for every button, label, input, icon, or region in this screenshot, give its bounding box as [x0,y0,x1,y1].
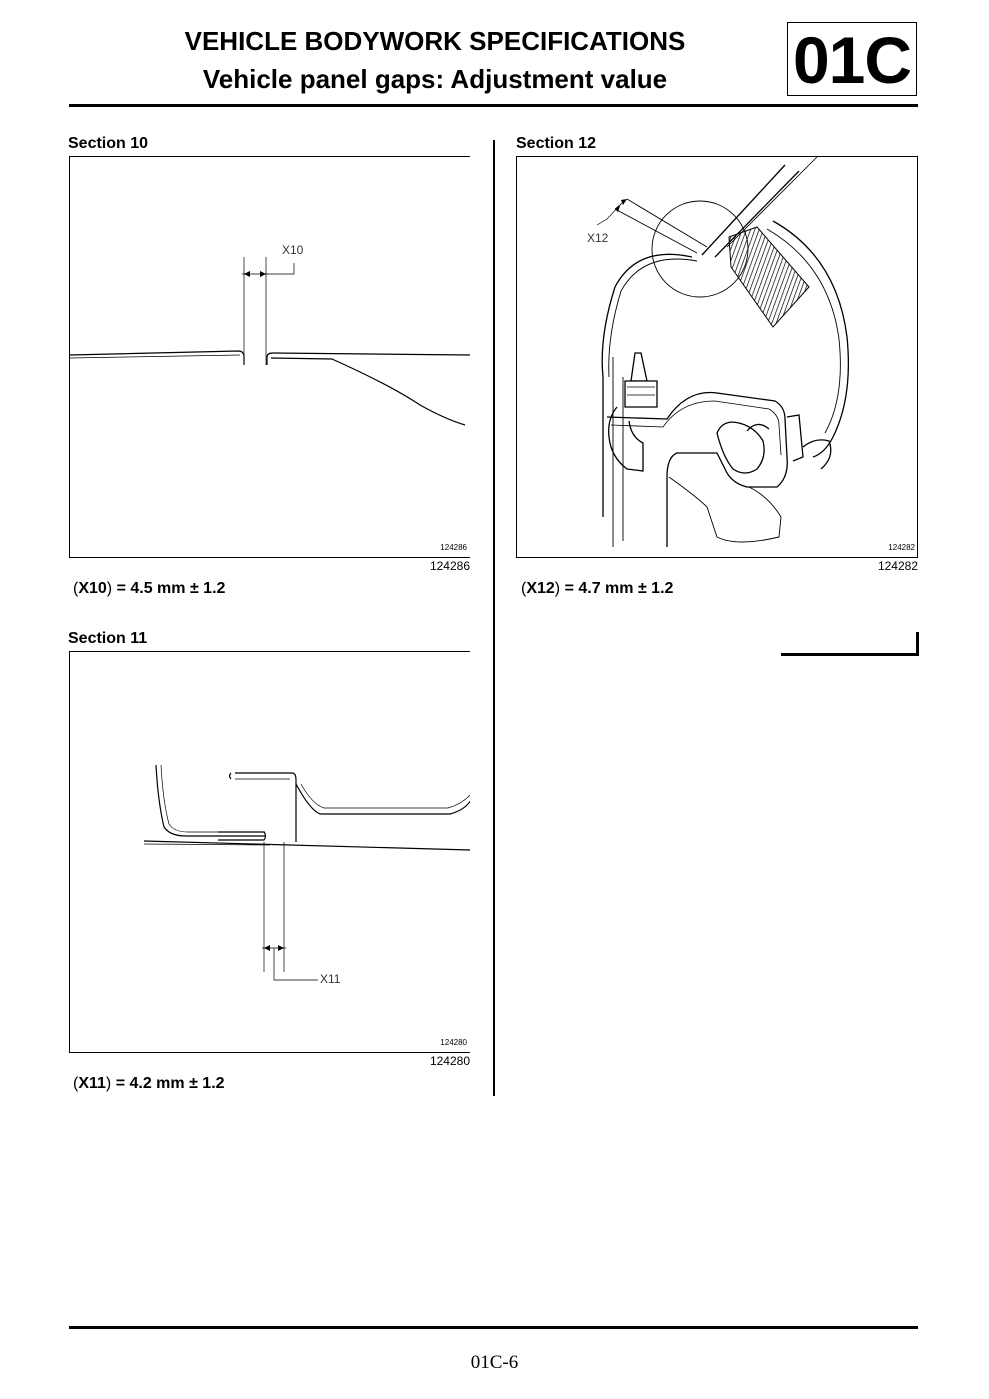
page-number: 01C-6 [470,1352,519,1373]
end-mark-vertical [916,632,919,656]
figure-inner-ref: 124286 [440,543,467,552]
header-rule [69,104,918,107]
figure-ref-124286: 124286 [429,559,470,573]
figure-ref-124280: 124280 [429,1054,470,1068]
figure-inner-ref: 124282 [888,543,915,552]
section-12-figure: X12 124282 [516,156,918,558]
document-subtitle: Vehicle panel gaps: Adjustment value [202,64,668,94]
section-10-gap-value: (X10) = 4.5 mm ± 1.2 [73,580,226,597]
dimension-label-x12: X12 [587,231,609,245]
figure-inner-ref: 124280 [440,1038,467,1047]
section-11-figure: X11 124280 [69,651,470,1053]
section-10-title: Section 10 [68,135,149,152]
dimension-label-x10: X10 [282,243,304,257]
section-12-drawing [596,157,849,547]
section-10-drawing [70,257,470,426]
figure-ref-124282: 124282 [877,559,918,573]
document-title: VEHICLE BODYWORK SPECIFICATIONS [184,26,686,56]
section-11-drawing [143,764,470,981]
section-12-gap-value: (X12) = 4.7 mm ± 1.2 [521,580,674,597]
section-10-figure: X10 124286 [69,156,470,558]
section-11-title: Section 11 [68,630,148,647]
section-11-gap-value: (X11) = 4.2 mm ± 1.2 [73,1075,225,1092]
chapter-code-box: 01C [787,22,917,97]
footer-rule [69,1326,918,1329]
column-divider [493,140,495,1096]
end-mark-horizontal [781,653,919,656]
dimension-label-x11: X11 [320,972,341,986]
section-12-title: Section 12 [516,135,597,152]
